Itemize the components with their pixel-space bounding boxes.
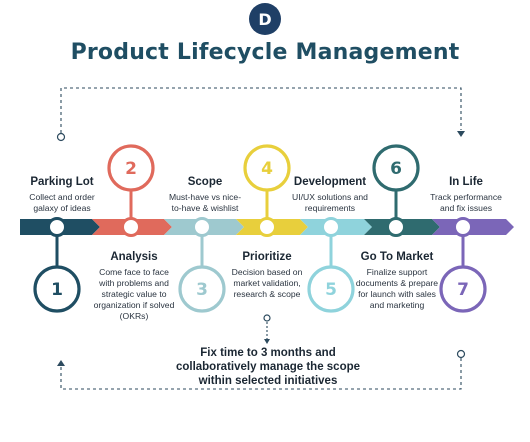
stage-1-circle (33, 265, 81, 313)
brand-logo-icon: D (249, 3, 281, 35)
stage-1-band-ring (47, 217, 67, 237)
stage-2-title: Analysis (110, 251, 158, 263)
stage-7-number: 7 (457, 280, 469, 300)
stage-5-number: 5 (325, 280, 337, 300)
brand-logo: D (248, 2, 282, 36)
stage-5-title: Development (293, 176, 367, 188)
stage-7-circle (439, 265, 487, 313)
stage-4-band-ring (257, 217, 277, 237)
brand-logo-letter: D (258, 10, 271, 29)
stage-4-circle (243, 144, 291, 192)
stage-4-number: 4 (261, 159, 273, 179)
bottom-loop-arrowhead (57, 360, 65, 366)
stage-2-circle (107, 144, 155, 192)
stage-3-band-ring (192, 217, 212, 237)
stage-5-description: UI/UX solutions and requirements (292, 192, 368, 213)
stage-5-circle (307, 265, 355, 313)
prioritize-note-arrowhead (264, 339, 270, 344)
stage-1-description: Collect and order galaxy of ideas (29, 192, 95, 213)
bottom-dashed-loop (60, 358, 462, 390)
footer-note: Fix time to 3 months and collaboratively… (175, 347, 361, 387)
stage-2-description: Come face to face with problems and stra… (93, 267, 175, 321)
stage-3-number: 3 (196, 280, 208, 300)
stage-7-title: In Life (449, 176, 483, 188)
bottom-loop-start-dot (456, 349, 466, 359)
stage-5-band-ring (321, 217, 341, 237)
stage-3-title: Scope (187, 176, 223, 188)
top-loop-arrowhead (457, 131, 465, 137)
stage-1-title: Parking Lot (30, 176, 94, 188)
stage-7-band-ring (453, 217, 473, 237)
stage-6-description: Finalize support documents & prepare for… (355, 267, 439, 310)
stage-3-circle (178, 265, 226, 313)
page-title: Product Lifecycle Management (70, 40, 460, 65)
stage-2-number: 2 (125, 159, 137, 179)
stage-6-title: Go To Market (360, 251, 434, 263)
stage-6-number: 6 (390, 159, 402, 179)
top-dashed-loop (60, 87, 462, 133)
stage-4-title: Prioritize (242, 251, 292, 263)
stage-1-number: 1 (51, 280, 63, 300)
stage-4-description: Decision based on market validation, res… (231, 267, 303, 299)
stage-6-band-ring (386, 217, 406, 237)
stage-3-description: Must-have vs nice-to-have & wishlist (168, 192, 242, 213)
prioritize-note-dot (263, 314, 271, 322)
stage-2-band-ring (121, 217, 141, 237)
stage-6-circle (372, 144, 420, 192)
top-loop-start-dot (56, 132, 66, 142)
stage-7-description: Track performance and fix issues (430, 192, 502, 213)
stage-nodes: 1 2 3 4 5 6 7 (33, 144, 487, 313)
